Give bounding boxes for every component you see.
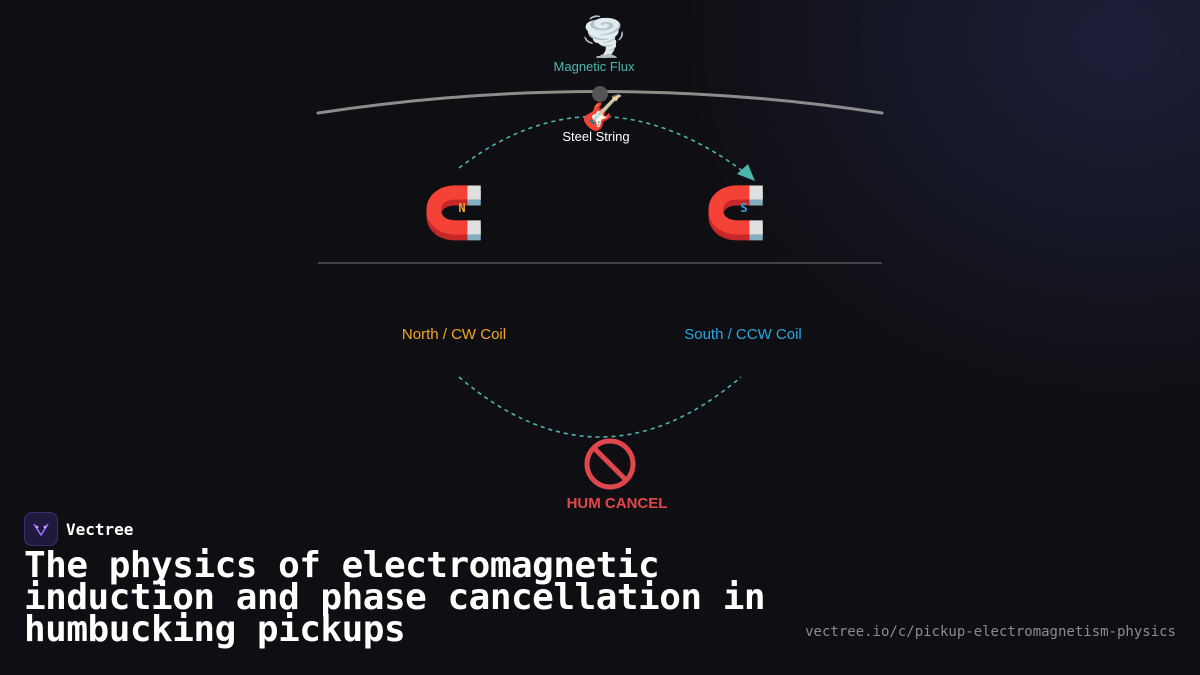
- brand: Vectree: [24, 512, 133, 546]
- page-title: The physics of electromagnetic induction…: [24, 545, 766, 650]
- south-coil-label: South / CCW Coil: [684, 326, 802, 343]
- north-magnet-icon: 🧲: [423, 184, 485, 242]
- south-magnet-icon: 🧲: [705, 184, 767, 242]
- string-label: Steel String: [562, 129, 629, 144]
- north-coil-label: North / CW Coil: [402, 326, 506, 343]
- flux-arrowhead: [737, 164, 755, 181]
- south-pole-letter: S: [740, 201, 747, 215]
- hum-cancel-label: HUM CANCEL: [567, 495, 668, 512]
- north-pole-letter: N: [458, 201, 465, 215]
- guitar-icon: 🎸: [582, 93, 624, 133]
- tornado-icon: 🌪️: [580, 14, 627, 60]
- prohibited-icon: [584, 438, 636, 490]
- cancel-flow-bottom: [458, 376, 742, 438]
- brand-name: Vectree: [66, 519, 134, 539]
- flux-flow-top: [458, 115, 753, 179]
- flux-label: Magnetic Flux: [554, 59, 635, 74]
- source-url[interactable]: vectree.io/c/pickup-electromagnetism-phy…: [805, 624, 1176, 640]
- vectree-logo-icon: [24, 512, 58, 546]
- string-node: [592, 86, 608, 102]
- pickup-diagram: 🌪️ Magnetic Flux 🎸 Steel String 🧲 N 🧲 S …: [316, 14, 884, 512]
